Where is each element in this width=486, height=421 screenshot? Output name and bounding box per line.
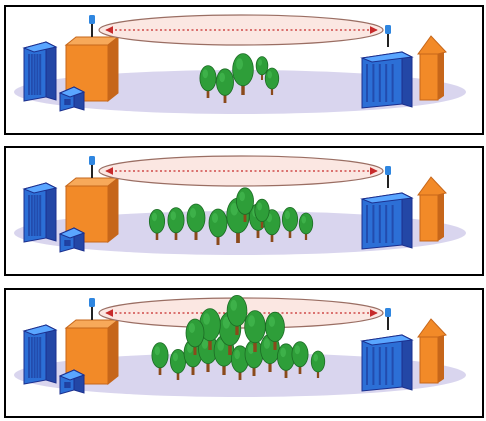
tree-icon — [310, 350, 326, 378]
tree-icon — [167, 207, 185, 240]
tree-icon — [208, 208, 228, 245]
tree-icon — [186, 203, 206, 240]
tree-icon — [151, 342, 169, 375]
orange-office-building — [64, 318, 120, 386]
blue-tower-building — [22, 41, 58, 102]
tree-icon — [199, 308, 221, 350]
tree-icon — [216, 68, 234, 103]
small-blue-building — [58, 369, 86, 395]
tree-icon — [254, 198, 270, 228]
tree-icon — [231, 345, 249, 380]
orange-spire-building — [417, 176, 447, 242]
tree-icon — [236, 187, 254, 222]
blue-tower-building-right — [360, 334, 414, 392]
tree-icon — [199, 65, 217, 98]
antenna-icon-right — [385, 166, 391, 188]
small-blue-building — [58, 86, 86, 112]
blue-tower-building — [22, 324, 58, 385]
tree-icon — [226, 294, 248, 335]
antenna-icon-left — [89, 156, 95, 178]
antenna-icon-left — [89, 298, 95, 320]
antenna-icon-right — [385, 308, 391, 330]
ground-ellipse — [14, 70, 466, 114]
tree-icon — [281, 207, 299, 238]
tree-icon — [244, 310, 266, 352]
diagram-panel-1 — [4, 5, 484, 135]
blue-tower-building-right — [360, 192, 414, 250]
antenna-icon-right — [385, 25, 391, 47]
tree-icon — [244, 339, 264, 376]
tree-icon — [264, 67, 280, 95]
small-blue-building — [58, 227, 86, 253]
orange-office-building — [64, 35, 120, 103]
tree-icon — [169, 348, 187, 380]
tree-icon — [255, 56, 269, 80]
blue-tower-building — [22, 182, 58, 243]
blue-tower-building-right — [360, 51, 414, 109]
tree-icon — [291, 341, 309, 374]
tree-icon — [185, 318, 205, 355]
diagram-panel-3 — [4, 288, 484, 418]
tree-icon — [148, 209, 166, 240]
orange-spire-building — [417, 318, 447, 384]
antenna-icon-left — [89, 15, 95, 37]
tree-icon — [298, 212, 314, 240]
tree-icon — [232, 53, 254, 95]
orange-spire-building — [417, 35, 447, 101]
orange-office-building — [64, 176, 120, 244]
tree-icon — [265, 311, 285, 350]
diagram-panel-2 — [4, 146, 484, 276]
